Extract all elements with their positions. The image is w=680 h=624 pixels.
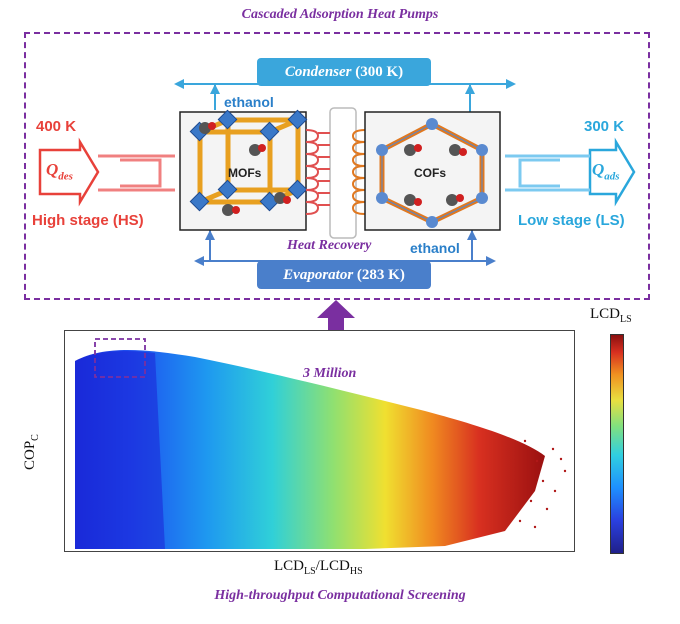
scatter-cloud xyxy=(75,350,545,549)
x-label-b-sub: HS xyxy=(349,566,363,577)
x-label-a-sub: LS xyxy=(304,566,316,577)
q-des-main: Q xyxy=(46,160,59,179)
q-ads-sub: ads xyxy=(604,170,620,183)
colorbar xyxy=(610,334,624,554)
ethanol-bottom-label: ethanol xyxy=(410,240,460,256)
y-label-sub: C xyxy=(30,434,41,441)
low-stage-label: Low stage (LS) xyxy=(518,212,625,229)
colorbar-label-sub: LS xyxy=(620,314,632,325)
high-stage-label: High stage (HS) xyxy=(32,212,144,229)
x-label-a: LCD xyxy=(274,558,304,574)
three-million-label: 3 Million xyxy=(303,366,357,381)
condenser-temp: (300 K) xyxy=(351,64,404,80)
scatter-plot-frame xyxy=(64,330,575,552)
heat-pump-frame xyxy=(24,32,650,300)
q-des-sub: des xyxy=(58,170,73,183)
evaporator-box: Evaporator (283 K) xyxy=(257,261,431,289)
high-stage-temp: 400 K xyxy=(36,118,77,135)
x-axis-label: LCDLS/LCDHS xyxy=(274,558,363,577)
condenser-box: Condenser (300 K) xyxy=(257,58,431,86)
q-des-label: Qdes xyxy=(46,160,73,182)
mofs-label: MOFs xyxy=(228,166,262,180)
heat-recovery-label: Heat Recovery xyxy=(287,238,372,253)
ethanol-top-label: ethanol xyxy=(224,94,274,110)
evaporator-name: Evaporator xyxy=(283,267,354,283)
optimal-region-box xyxy=(94,338,146,378)
cofs-label: COFs xyxy=(414,166,447,180)
y-axis-label: COPC xyxy=(22,434,41,470)
condenser-name: Condenser xyxy=(284,64,352,80)
evaporator-temp: (283 K) xyxy=(353,267,405,283)
diagram-title: Cascaded Adsorption Heat Pumps xyxy=(241,7,439,22)
scatter-plot xyxy=(75,338,567,549)
q-ads-main: Q xyxy=(592,160,605,179)
footer-title: High-throughput Computational Screening xyxy=(214,588,466,603)
q-ads-label: Qads xyxy=(592,160,620,182)
colorbar-label: LCDLS xyxy=(590,306,632,325)
y-label-main: COP xyxy=(22,440,38,470)
x-label-sep: /LCD xyxy=(315,558,350,574)
scatter-outliers xyxy=(518,439,567,529)
low-stage-temp: 300 K xyxy=(584,118,625,135)
colorbar-label-main: LCD xyxy=(590,306,620,322)
